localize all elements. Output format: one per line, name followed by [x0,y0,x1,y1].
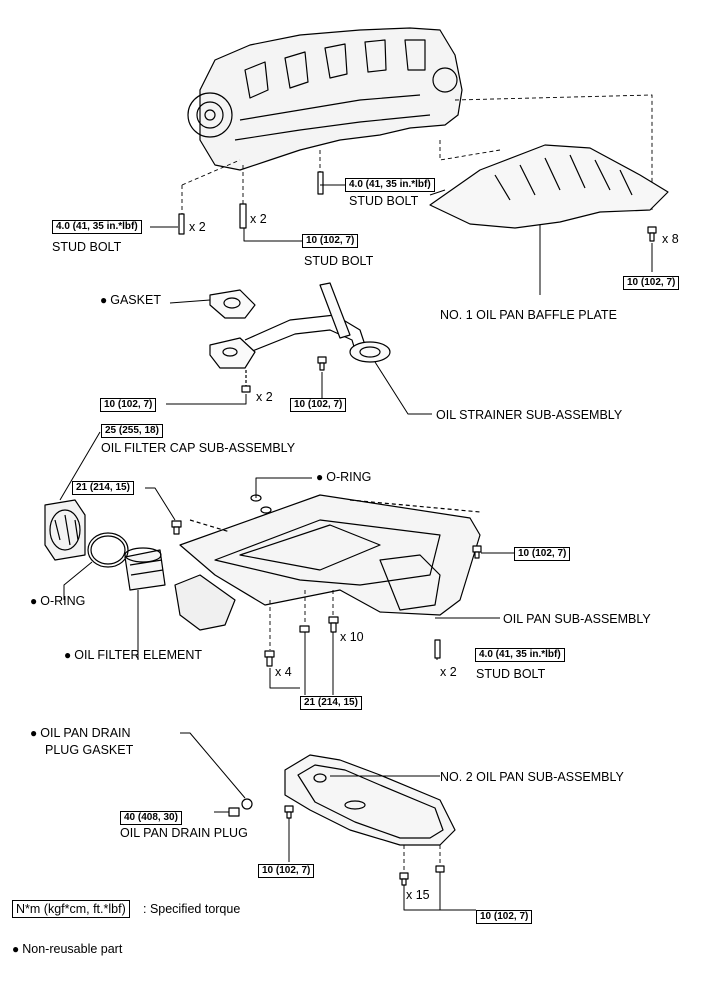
oil-filter-element [124,547,166,660]
label-stud-bolt-top: STUD BOLT [349,194,419,208]
baffle-bolt [647,226,657,242]
baffle-plate [429,144,669,229]
torque-strainer-bolt-left: 10 (102, 7) [100,398,157,412]
pan-bolts-bottom [264,590,339,695]
label-o-ring-left: O-RING [30,594,85,608]
torque-drain-plug: 40 (408, 30) [120,811,182,825]
label-drain-gasket-2: PLUG GASKET [45,743,134,757]
torque-pan-bolts-bottom: 21 (214, 15) [300,696,362,710]
label-filter-cap: OIL FILTER CAP SUB-ASSEMBLY [101,441,296,455]
torque-strainer-bolt-mid: 10 (102, 7) [290,398,347,412]
legend-nonreusable: Non-reusable part [12,942,122,956]
drain-plug-gasket [180,732,253,810]
legend-unit-desc: : Specified torque [143,902,241,916]
strainer-bolt-left [241,370,251,393]
drain-plug [214,807,240,817]
oil-pan-2 [284,754,456,846]
strainer-bolt-mid [317,356,327,371]
label-stud-bolt-left: STUD BOLT [52,240,122,254]
qty-pan-stud: x 2 [440,665,457,679]
pan2-bolt-left [284,805,294,862]
legend-unit-box: N*m (kgf*cm, ft.*lbf) [12,900,130,918]
torque-pan-stud-bolt: 4.0 (41, 35 in.*lbf) [475,648,565,662]
qty-mid-stud: x 2 [250,212,267,226]
engine-block [187,27,463,171]
label-filter-element: OIL FILTER ELEMENT [64,648,202,662]
label-drain-plug: OIL PAN DRAIN PLUG [120,826,248,840]
pan-bolt-right [472,545,514,559]
label-oil-pan: OIL PAN SUB-ASSEMBLY [503,612,651,626]
qty-pan2: x 15 [406,888,430,902]
pan2-bolts [399,845,476,911]
label-oil-strainer: OIL STRAINER SUB-ASSEMBLY [436,408,623,422]
qty-pan-10: x 10 [340,630,364,644]
qty-pan-4: x 4 [275,665,292,679]
torque-pan2-bolt-left: 10 (102, 7) [258,864,315,878]
qty-baffle: x 8 [662,232,679,246]
torque-pan2-bolts: 10 (102, 7) [476,910,533,924]
torque-pan-bolt-right: 10 (102, 7) [514,547,571,561]
stud-bolt-top [317,171,324,195]
torque-stud-bolt-top: 4.0 (41, 35 in.*lbf) [345,178,435,192]
qty-left-stud: x 2 [189,220,206,234]
torque-pan-bolt-left: 21 (214, 15) [72,481,134,495]
label-o-ring-top: O-RING [316,470,371,484]
pan-bolt-left [145,487,182,535]
torque-stud-bolt-mid: 10 (102, 7) [302,234,359,248]
oil-filter-cap [44,431,101,561]
label-drain-gasket-1: OIL PAN DRAIN [30,726,130,740]
o-ring-left [63,532,129,600]
o-ring-top [250,477,312,514]
label-stud-bolt-mid: STUD BOLT [304,254,374,268]
label-gasket: GASKET [100,293,161,307]
label-oil-pan-2: NO. 2 OIL PAN SUB-ASSEMBLY [440,770,624,784]
pan-stud-bolt [434,639,441,659]
label-baffle-plate: NO. 1 OIL PAN BAFFLE PLATE [440,308,617,322]
oil-pan [174,494,481,631]
torque-stud-bolt-left: 4.0 (41, 35 in.*lbf) [52,220,142,234]
torque-filter-cap: 25 (255, 18) [101,424,163,438]
label-pan-stud-bolt: STUD BOLT [476,667,546,681]
stud-bolt-mid [239,203,247,229]
torque-baffle-bolt: 10 (102, 7) [623,276,680,290]
stud-bolt-left [178,213,185,235]
oil-strainer [209,282,391,369]
qty-strainer: x 2 [256,390,273,404]
